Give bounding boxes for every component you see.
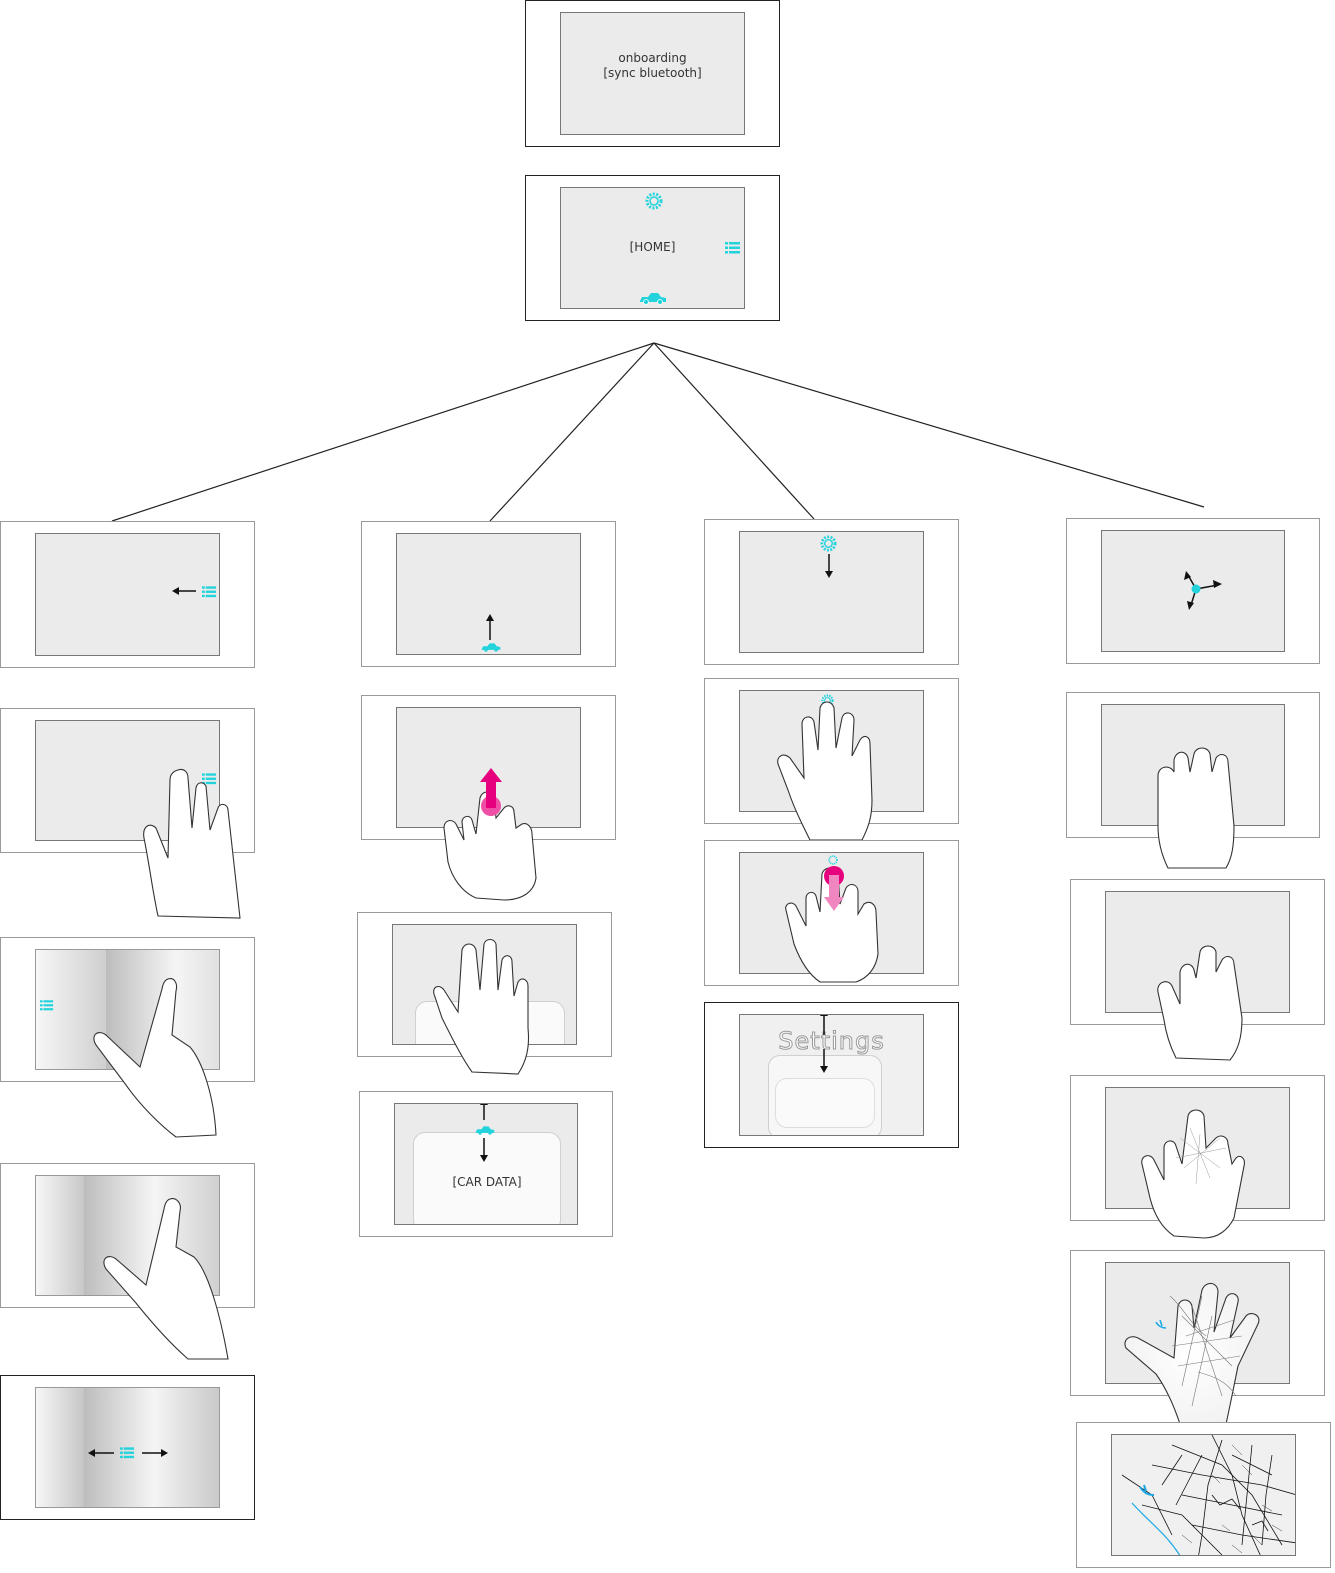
expand-arrows-icon bbox=[1184, 571, 1222, 610]
car-step-1-screen bbox=[396, 533, 581, 655]
down-arrow-icon bbox=[825, 554, 833, 578]
fold-panel bbox=[36, 1388, 84, 1507]
map-step-1-screen bbox=[1101, 530, 1285, 652]
car-step-1 bbox=[361, 521, 616, 667]
menu-step-1 bbox=[0, 521, 255, 668]
map-step-1 bbox=[1066, 518, 1320, 664]
onboarding-title: onboarding bbox=[618, 51, 687, 65]
list-icon[interactable] bbox=[725, 242, 741, 254]
hand-icon bbox=[433, 938, 530, 1075]
settings-label: Settings bbox=[778, 1027, 885, 1056]
menu-step-1-screen bbox=[35, 533, 220, 656]
list-icon[interactable] bbox=[202, 586, 217, 598]
menu-step-5-screen bbox=[35, 1387, 220, 1508]
settings-step-1-screen bbox=[739, 531, 924, 653]
hand-icon bbox=[785, 867, 879, 983]
gear-icon[interactable] bbox=[828, 855, 838, 865]
down-arrow-icon bbox=[820, 1049, 828, 1073]
up-arrow-icon bbox=[820, 1015, 828, 1035]
hand-icon bbox=[93, 978, 217, 1138]
settings-step-4-screen: Settings bbox=[739, 1014, 924, 1136]
hand-icon bbox=[1141, 1109, 1245, 1239]
car-icon[interactable] bbox=[639, 291, 667, 305]
settings-step-1 bbox=[704, 519, 959, 665]
menu-step-2 bbox=[0, 708, 255, 853]
car-step-4-screen: [CAR DATA] bbox=[394, 1103, 578, 1225]
settings-inner-card bbox=[775, 1078, 875, 1128]
onboarding-screen: onboarding [sync bluetooth] bbox=[560, 12, 745, 135]
settings-step-4: Settings bbox=[704, 1002, 959, 1148]
list-icon[interactable] bbox=[120, 1447, 135, 1459]
car-data-label: [CAR DATA] bbox=[452, 1175, 522, 1189]
car-icon[interactable] bbox=[481, 642, 501, 652]
swipe-up-indicator bbox=[480, 768, 502, 816]
fold-panel bbox=[84, 1388, 154, 1507]
hand-icon bbox=[777, 701, 873, 841]
hand-icon bbox=[1157, 747, 1235, 869]
hand-icon bbox=[143, 768, 241, 919]
onboarding-frame: onboarding [sync bluetooth] bbox=[525, 0, 780, 147]
home-screen: [HOME] bbox=[560, 187, 745, 309]
up-arrow-icon bbox=[480, 1104, 488, 1120]
hand-icon bbox=[1157, 945, 1243, 1061]
left-arrow-icon bbox=[172, 587, 196, 595]
hand-icon bbox=[443, 791, 537, 901]
menu-step-5 bbox=[0, 1375, 255, 1520]
hand-icon bbox=[103, 1198, 229, 1360]
fold-panel bbox=[36, 1176, 84, 1295]
down-arrow-icon bbox=[480, 1138, 488, 1162]
hand-icon bbox=[1124, 1282, 1260, 1425]
onboarding-subtitle: [sync bluetooth] bbox=[603, 66, 702, 80]
swipe-down-indicator bbox=[824, 866, 844, 911]
gear-icon[interactable] bbox=[645, 192, 663, 210]
left-arrow-icon bbox=[88, 1449, 114, 1457]
up-arrow-icon bbox=[486, 614, 494, 640]
map-step-6 bbox=[1076, 1422, 1331, 1568]
fold-panel bbox=[154, 1388, 219, 1507]
map-icon[interactable] bbox=[1112, 1435, 1296, 1556]
right-arrow-icon bbox=[142, 1449, 168, 1457]
gear-icon[interactable] bbox=[820, 535, 837, 552]
car-step-4: [CAR DATA] bbox=[359, 1091, 613, 1237]
map-step-6-screen bbox=[1111, 1434, 1296, 1556]
home-label: [HOME] bbox=[629, 240, 676, 254]
car-icon[interactable] bbox=[475, 1125, 495, 1135]
home-frame: [HOME] bbox=[525, 175, 780, 321]
list-icon[interactable] bbox=[40, 1000, 54, 1011]
